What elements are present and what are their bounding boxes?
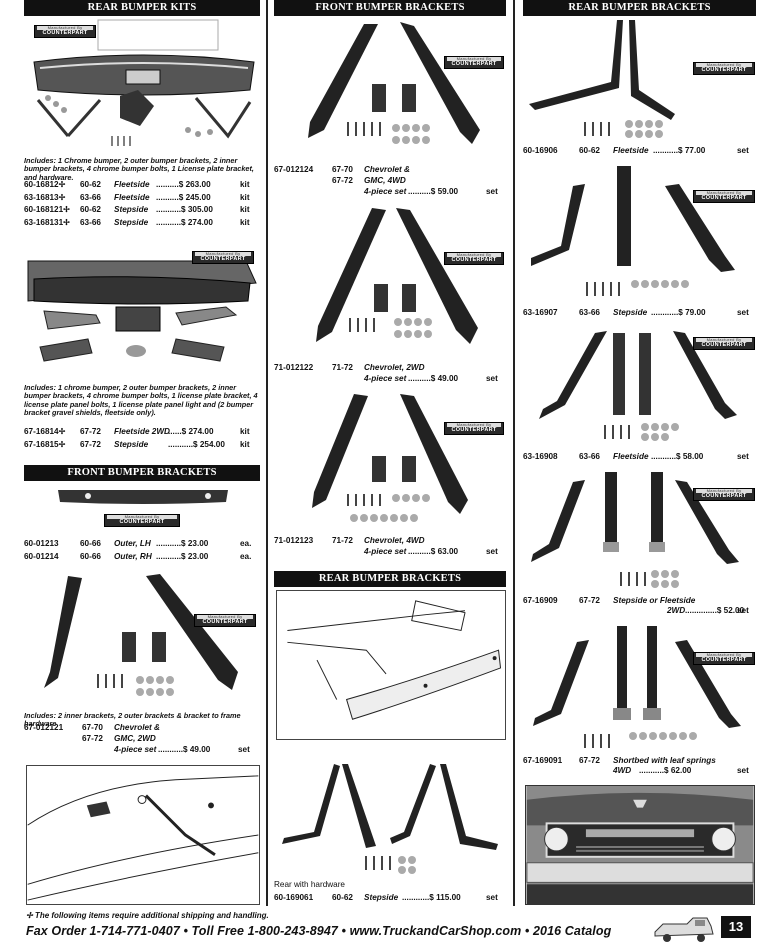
section-header-rear-bumper-kits: REAR BUMPER KITS [24, 0, 260, 16]
row-pn: 60-01213 [24, 539, 59, 548]
row-pr: ..........$ 263.00 [156, 180, 211, 189]
product-row-67-16909: 67-16909 67-72 Stepside or Fleetside 2WD… [523, 596, 749, 615]
row-ds: Outer, RH [114, 551, 152, 561]
truck-icon [653, 912, 715, 944]
row-pr: ...........$ 23.00 [156, 539, 209, 548]
product-row-67-012124: 67-012124 67-70 Chevrolet & 67-72 GMC, 4… [274, 165, 498, 196]
row-yr: 60-62 [80, 205, 101, 214]
row-pn: 60-168121✢ [24, 205, 71, 214]
row-pn: 63-168131✢ [24, 217, 71, 227]
shipping-note: ✢ The following items require additional… [26, 911, 269, 920]
row-yr: 63-66 [80, 217, 101, 227]
row-un: ea. [240, 551, 252, 561]
row-un: ea. [240, 539, 252, 548]
row-pr: ...........$ 305.00 [156, 205, 213, 214]
product-row-71-012122: 71-012122 71-72 Chevrolet, 2WD 4-piece s… [274, 363, 498, 383]
rear-bracket-note: Rear with hardware [274, 880, 345, 889]
product-row-71-012123: 71-012123 71-72 Chevrolet, 4WD 4-piece s… [274, 536, 498, 556]
kit-description-2: Includes: 1 chrome bumper, 2 outer bumpe… [24, 383, 258, 418]
row-ds: Fleetside 2WD [114, 427, 170, 436]
section-header-front-bumper-brackets: FRONT BUMPER BRACKETS [24, 465, 260, 481]
row-ds: Stepside [114, 439, 149, 449]
row-yr: 60-66 [80, 539, 101, 548]
row-pr: ...........$ 274.00 [156, 217, 213, 227]
row-pn: 60-01214 [24, 551, 59, 561]
row-pr: ..........$ 245.00 [156, 192, 211, 202]
product-row-67-169091: 67-169091 67-72 Shortbed with leaf sprin… [523, 756, 749, 775]
row-pn: 63-16813✢ [24, 192, 66, 202]
row-un: kit [240, 427, 250, 436]
chevrolet-truck-front-photo [525, 785, 755, 905]
bumper-install-illustration [26, 765, 260, 905]
section-header-rear-bumper-brackets: REAR BUMPER BRACKETS [274, 571, 506, 587]
product-row-67-012121: 67-012121 67-70 Chevrolet & 67-72 GMC, 2… [24, 723, 250, 754]
row-ds: Fleetside [114, 192, 150, 202]
kit-description: Includes: 1 Chrome bumper, 2 outer bumpe… [24, 156, 254, 182]
page-number: 13 [721, 916, 751, 938]
row-yr: 63-66 [80, 192, 101, 202]
rear-bracket-hardware-photo [280, 760, 504, 875]
row-pn: 67-16815✢ [24, 439, 66, 449]
row-ds: Fleetside [114, 180, 150, 189]
row-ds: Stepside [114, 205, 149, 214]
row-pr: ...........$ 254.00 [168, 439, 225, 449]
row-un: kit [240, 180, 250, 189]
section-header-front-bumper-brackets: FRONT BUMPER BRACKETS [274, 0, 506, 16]
row-pn: 60-16812✢ [24, 180, 66, 189]
row-un: kit [240, 217, 250, 227]
row-pr: ...........$ 23.00 [156, 551, 209, 561]
row-un: kit [240, 439, 250, 449]
column-divider [266, 0, 268, 906]
row-pr: ......$ 274.00 [168, 427, 214, 436]
contact-footer: Fax Order 1-714-771-0407 • Toll Free 1-8… [26, 924, 612, 938]
section-header-rear-bumper-brackets: REAR BUMPER BRACKETS [523, 0, 756, 16]
row-un: kit [240, 192, 250, 202]
row-yr: 60-62 [80, 180, 101, 189]
rear-bracket-install-illustration [276, 590, 506, 740]
row-yr: 67-72 [80, 427, 101, 436]
column-divider [513, 0, 515, 906]
row-pn: 67-16814✢ [24, 427, 66, 436]
row-ds: Stepside [114, 217, 149, 227]
row-yr: 67-72 [80, 439, 101, 449]
row-un: kit [240, 205, 250, 214]
row-ds: Outer, LH [114, 539, 151, 548]
bracket-description: Includes: 2 inner brackets, 2 outer brac… [24, 711, 241, 729]
row-yr: 60-66 [80, 551, 101, 561]
